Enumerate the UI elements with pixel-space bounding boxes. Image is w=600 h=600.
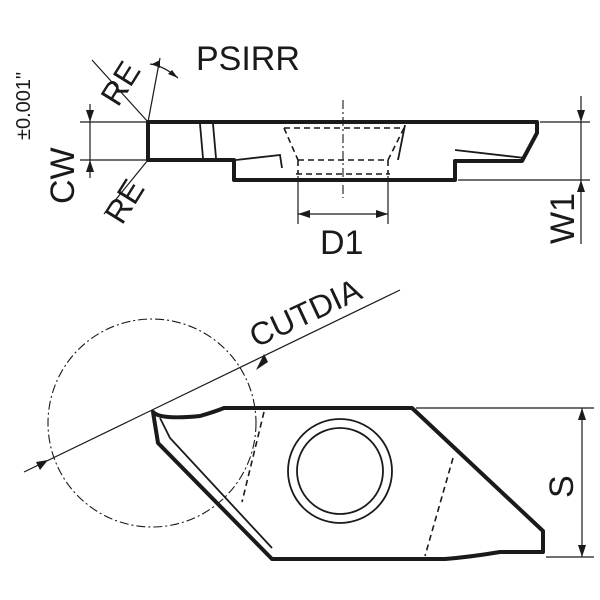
cw-arrow-bottom	[86, 160, 94, 172]
side-view-step-line-left	[235, 154, 283, 169]
side-view	[146, 100, 539, 198]
d1-arrow-right	[376, 210, 388, 218]
hole-outer-circle	[287, 418, 393, 524]
cutdia-label: CUTDIA	[244, 271, 368, 354]
side-view-relief-line-left	[199, 123, 204, 159]
side-view-relief-line-left-2	[212, 123, 217, 159]
top-view-outline	[151, 406, 545, 561]
psirr-arrowhead-2	[152, 60, 160, 68]
w1-label: W1	[544, 193, 582, 244]
w1-arrow-top	[577, 110, 585, 122]
s-arrow-top	[578, 408, 586, 420]
s-dimension: S	[416, 407, 594, 558]
re-label-top: RE	[93, 55, 147, 112]
cw-arrow-top	[86, 110, 94, 122]
s-arrow-bottom	[578, 545, 586, 557]
cutdia-dimension: CUTDIA	[23, 271, 401, 473]
psirr-annotation: PSIRR RE	[91, 40, 300, 123]
s-label: S	[543, 475, 581, 498]
side-view-hidden-hole	[283, 127, 405, 175]
re-leader-bottom	[103, 159, 149, 215]
top-view	[47, 318, 545, 561]
d1-dimension: D1	[297, 176, 389, 262]
psirr-arrowhead	[168, 70, 178, 78]
cw-label: CW	[44, 147, 82, 204]
cw-dimension: ±0.001" CW	[13, 72, 146, 204]
top-view-edge-detail	[159, 417, 273, 549]
psirr-extension-line	[147, 57, 161, 123]
re-label-bottom: RE	[97, 173, 151, 230]
re-bottom-annotation: RE	[97, 159, 151, 230]
re-extension-line-top	[91, 59, 149, 123]
side-view-step-line-right	[454, 149, 526, 159]
side-view-relief-line-right	[397, 124, 406, 161]
psirr-label: PSIRR	[196, 40, 300, 78]
tolerance-label: ±0.001"	[13, 72, 35, 140]
cutdia-circle	[47, 318, 257, 528]
side-view-outline	[146, 120, 539, 182]
d1-arrow-left	[298, 210, 310, 218]
top-view-hidden-line-left	[241, 411, 265, 503]
cutdia-arrow-left	[36, 460, 48, 470]
w1-dimension: W1	[458, 96, 590, 244]
w1-arrow-bottom	[577, 180, 585, 192]
hole-inner-circle	[296, 427, 384, 515]
d1-label: D1	[320, 224, 363, 262]
cutdia-arrow-right	[256, 354, 268, 370]
top-view-hidden-line-right	[424, 457, 454, 557]
cutdia-dimension-line	[23, 289, 401, 473]
